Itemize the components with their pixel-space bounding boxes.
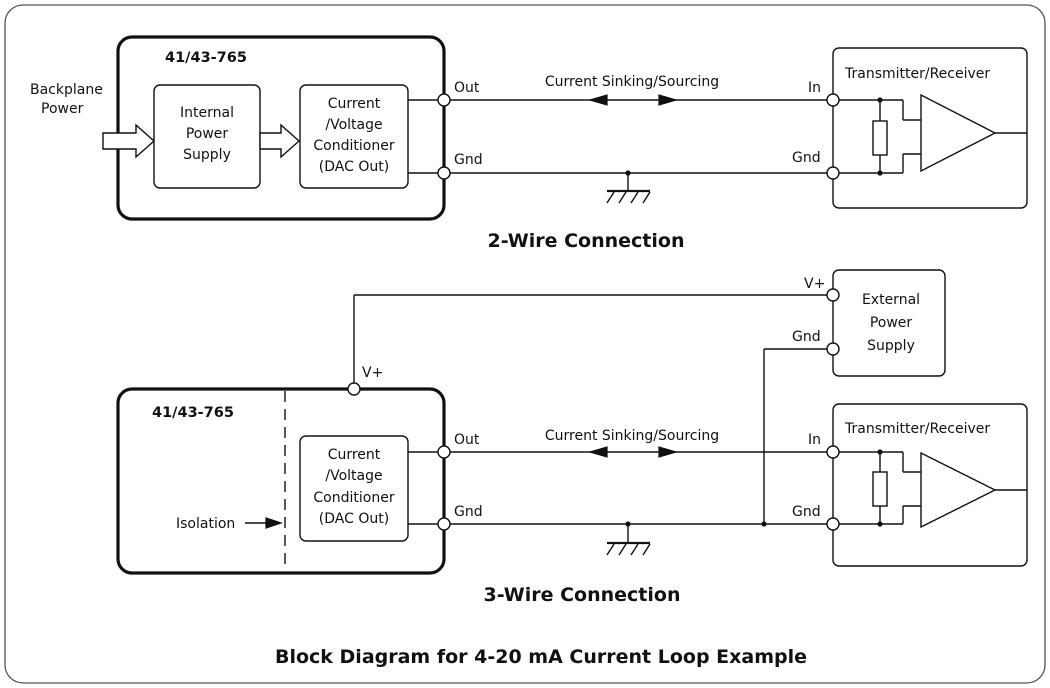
ips-label: Power <box>186 126 229 142</box>
eps-label: External <box>862 292 920 308</box>
hollow-arrow-icon <box>102 123 156 159</box>
eps-gnd-terminal <box>826 342 840 356</box>
ground-symbol-icon <box>606 521 651 556</box>
gnd-terminal <box>437 166 451 180</box>
tr-in-label: In <box>808 80 821 96</box>
gnd-terminal <box>437 517 451 531</box>
amplifier-icon <box>920 451 997 529</box>
gnd-terminal <box>826 166 840 180</box>
amplifier-icon <box>920 93 997 173</box>
module-label: 41/43-765 <box>152 405 234 421</box>
out-terminal <box>437 445 451 459</box>
section-heading: 2-Wire Connection <box>488 230 685 252</box>
three-wire-section: V+ 41/43-765 Isolation Current /Voltage … <box>116 269 1028 606</box>
eps-label: Power <box>870 315 913 331</box>
gnd-label: Gnd <box>454 152 483 168</box>
tr-gnd-label: Gnd <box>792 150 821 166</box>
tr-in-label: In <box>808 432 821 448</box>
eps-gnd-label: Gnd <box>792 329 821 345</box>
vplus-terminal <box>347 382 361 396</box>
ips-label: Internal <box>180 105 234 121</box>
cvc-label: Current <box>328 96 381 112</box>
cvc-label: /Voltage <box>325 468 382 484</box>
signal-label: Current Sinking/Sourcing <box>545 74 719 90</box>
out-label: Out <box>454 80 480 96</box>
diagram-caption: Block Diagram for 4-20 mA Current Loop E… <box>275 646 807 668</box>
out-terminal <box>437 93 451 107</box>
conditioner-box <box>299 84 409 189</box>
tr-title: Transmitter/Receiver <box>844 66 990 82</box>
ips-label: Supply <box>183 147 231 163</box>
right-arrowhead-icon <box>658 94 679 106</box>
in-terminal <box>826 93 840 107</box>
resistor-icon <box>872 471 888 507</box>
signal-label: Current Sinking/Sourcing <box>545 428 719 444</box>
conditioner-box <box>299 435 409 542</box>
cvc-label: (DAC Out) <box>319 511 389 527</box>
vplus-label: V+ <box>362 365 383 381</box>
cvc-label: /Voltage <box>325 117 382 133</box>
module-label: 41/43-765 <box>165 50 247 66</box>
eps-vplus-label: V+ <box>804 276 825 292</box>
section-heading: 3-Wire Connection <box>484 584 681 606</box>
cvc-label: (DAC Out) <box>319 159 389 175</box>
right-arrowhead-icon <box>265 517 283 529</box>
tr-gnd-label: Gnd <box>792 504 821 520</box>
cvc-label: Conditioner <box>313 138 394 154</box>
external-power-supply-box <box>832 269 946 377</box>
resistor-icon <box>872 120 888 156</box>
backplane-label: Backplane <box>30 82 103 98</box>
ground-symbol-icon <box>606 170 651 204</box>
isolation-label: Isolation <box>176 516 235 532</box>
hollow-arrow-icon <box>259 123 301 159</box>
left-arrowhead-icon <box>587 94 608 106</box>
eps-label: Supply <box>867 338 915 354</box>
left-arrowhead-icon <box>587 446 608 458</box>
in-terminal <box>826 445 840 459</box>
gnd-terminal <box>826 517 840 531</box>
right-arrowhead-icon <box>658 446 679 458</box>
cvc-label: Conditioner <box>313 490 394 506</box>
out-label: Out <box>454 432 480 448</box>
two-wire-section: 41/43-765 Backplane Power Internal Power… <box>30 35 1028 252</box>
eps-vplus-terminal <box>826 288 840 302</box>
gnd-label: Gnd <box>454 504 483 520</box>
backplane-label: Power <box>41 101 84 117</box>
tr-title: Transmitter/Receiver <box>844 421 990 437</box>
cvc-label: Current <box>328 447 381 463</box>
